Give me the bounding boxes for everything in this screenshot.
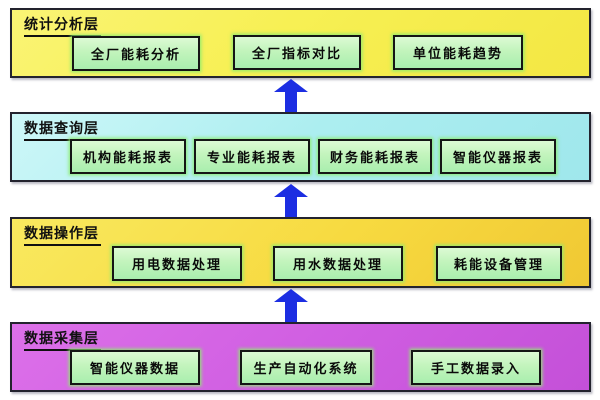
- layer-title: 数据操作层: [24, 225, 101, 246]
- module-box: 专业能耗报表: [194, 139, 310, 174]
- module-box: 财务能耗报表: [318, 139, 432, 174]
- layer-title: 数据查询层: [24, 120, 101, 141]
- module-box: 机构能耗报表: [70, 139, 186, 174]
- module-box: 全厂能耗分析: [72, 36, 200, 71]
- module-box: 耗能设备管理: [436, 246, 562, 281]
- module-box: 手工数据录入: [411, 350, 541, 385]
- module-box: 生产自动化系统: [240, 350, 372, 385]
- module-box: 单位能耗趋势: [393, 35, 523, 70]
- up-arrow-icon: [274, 79, 308, 112]
- layer-title: 统计分析层: [24, 16, 101, 37]
- up-arrow-icon: [274, 184, 308, 217]
- layer-title: 数据采集层: [24, 330, 101, 351]
- up-arrow-icon: [274, 289, 308, 322]
- layer-statistical-analysis: 统计分析层 全厂能耗分析 全厂指标对比 单位能耗趋势: [10, 8, 591, 78]
- module-box: 智能仪器数据: [70, 350, 200, 385]
- module-box: 用水数据处理: [273, 246, 403, 281]
- module-box: 智能仪器报表: [440, 139, 556, 174]
- module-box: 用电数据处理: [112, 246, 242, 281]
- module-box: 全厂指标对比: [233, 35, 361, 70]
- layer-data-operation: 数据操作层 用电数据处理 用水数据处理 耗能设备管理: [10, 217, 591, 288]
- layer-data-collection: 数据采集层 智能仪器数据 生产自动化系统 手工数据录入: [10, 322, 591, 392]
- layer-data-query: 数据查询层 机构能耗报表 专业能耗报表 财务能耗报表 智能仪器报表: [10, 112, 591, 182]
